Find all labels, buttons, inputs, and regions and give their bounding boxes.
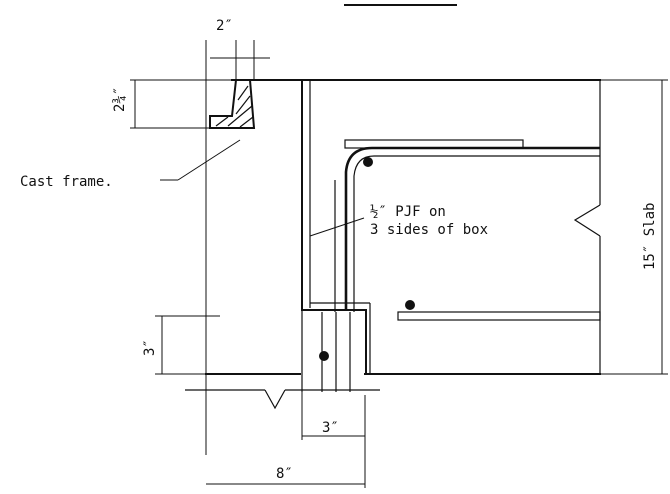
pjf-leader — [309, 217, 365, 237]
bottom-break-symbol — [264, 389, 286, 410]
rebar-dot-middle — [405, 300, 415, 310]
cast-frame-label: Cast frame. — [20, 174, 113, 190]
right-break-symbol — [573, 204, 601, 237]
rebar-dot-bottom — [319, 351, 329, 361]
cast-frame-hatch — [237, 85, 249, 101]
cast-frame-hatch — [227, 105, 253, 127]
slab-dim-label: 15″ Slab — [642, 203, 658, 270]
rebar-dot-top — [363, 157, 373, 167]
box-width-label: 3″ — [322, 420, 339, 436]
left-step-label: 3″ — [142, 339, 158, 356]
cast-frame-hatch — [239, 116, 254, 128]
pjf-label-line1: ½″ PJF on — [370, 204, 446, 220]
cast-frame-hatch — [215, 116, 229, 127]
cast-frame-leader — [177, 139, 241, 181]
cast-frame-hatch — [235, 95, 251, 115]
pjf-label-line2: 3 sides of box — [370, 222, 488, 238]
top-rebar-chair — [344, 139, 524, 149]
top-rebar-hook-inner — [353, 155, 600, 312]
frame-height-label: 2¾″ — [112, 87, 128, 112]
overall-width-label: 8″ — [276, 466, 293, 482]
bottom-rebar — [397, 311, 601, 321]
top-dim-label: 2″ — [216, 18, 233, 34]
